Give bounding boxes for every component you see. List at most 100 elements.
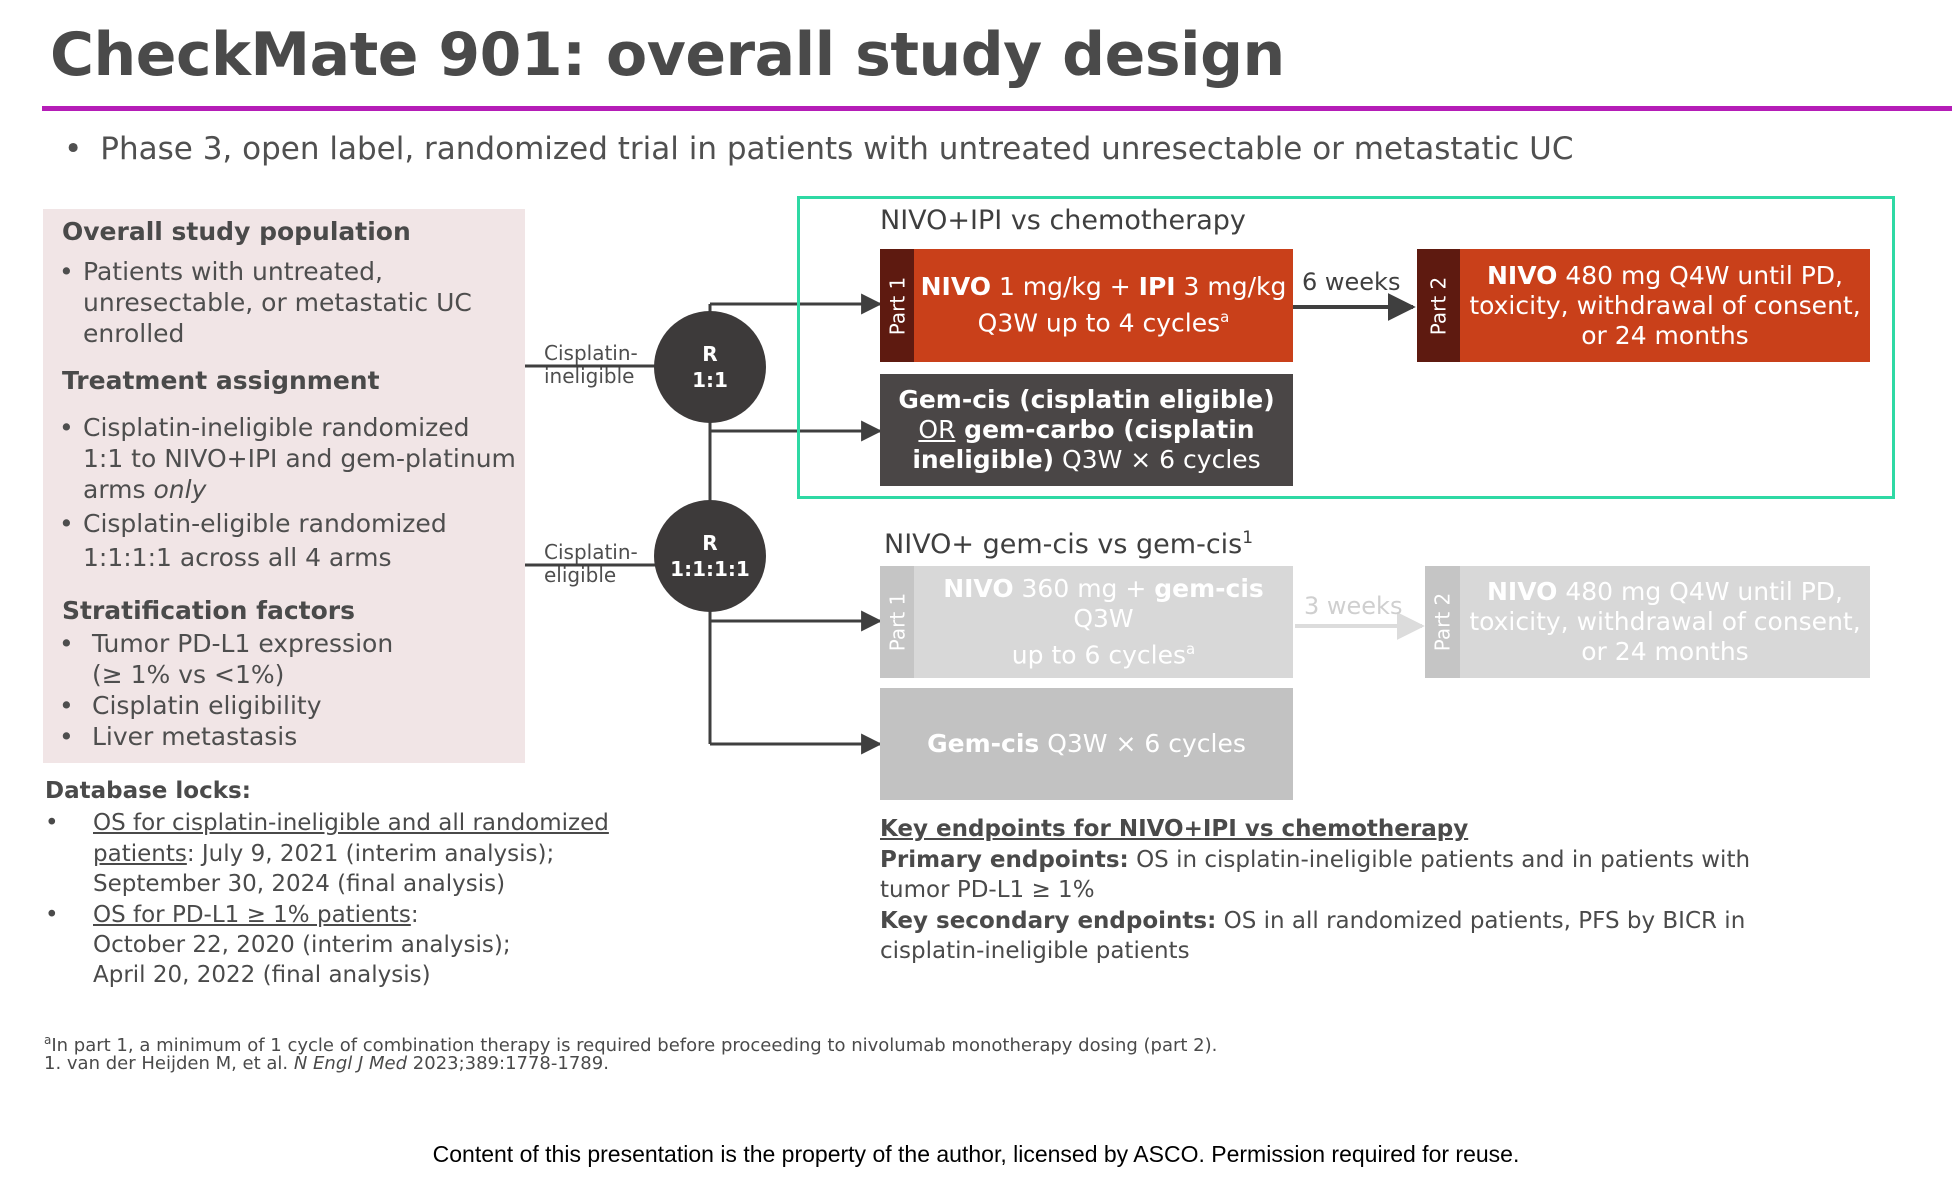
nivo-gemcis-part1-arm: NIVO 360 mg + gem-cis Q3W up to 6 cycles… [914,566,1293,678]
schedule-text: Q3W × 6 cycles [1039,729,1246,758]
db-item2-line: April 20, 2022 (final analysis) [93,962,431,988]
arm-line: NIVO 480 mg Q4W until PD, [1460,577,1870,607]
circle-line: R [702,342,718,366]
dose-text: 360 mg + [1013,573,1155,603]
arm-line: Q3W up to 4 cyclesa [914,302,1293,338]
db-link-text: patients [93,841,187,867]
strat-bullet: • [59,722,74,751]
stratification-heading: Stratification factors [62,596,355,625]
population-line: unresectable, or metastatic UC [83,288,472,317]
arm-line: OR gem-carbo (cisplatin [880,415,1293,445]
dose-text: 1 mg/kg + [991,272,1139,302]
nivo-gemcis-part2-tab: Part 2 [1425,566,1460,678]
tab-label: Part 1 [885,276,910,335]
schedule-text: Q3W up to 4 cycles [977,308,1221,338]
heading-text: NIVO+ gem-cis vs gem-cis [884,529,1243,560]
circle-line: 1:1 [692,368,728,392]
study-info-panel: Overall study population • Patients with… [43,209,525,763]
cisplatin-ineligible-label: Cisplatin- ineligible [544,342,638,388]
tab-label: Part 1 [885,592,910,652]
gemcis-arm: Gem-cis Q3W × 6 cycles [880,688,1293,800]
secondary-endpoints-cont: cisplatin-ineligible patients [880,938,1190,964]
label-line: eligible [544,563,617,587]
endpoints-heading: Key endpoints for NIVO+IPI vs chemothera… [880,814,1468,845]
nivo-gemcis-heading: NIVO+ gem-cis vs gem-cis1 [884,528,1253,560]
randomization-circle-1-1: R 1:1 [654,311,766,423]
label-line: ineligible [544,364,635,388]
db-colon: : [410,902,419,928]
reference-marker: 1 [1242,528,1254,548]
strat-bullet: • [59,629,74,658]
nivo-ipi-part2-arm: NIVO 480 mg Q4W until PD, toxicity, with… [1460,249,1870,362]
reference-text: 1. van der Heijden M, et al. [44,1053,294,1074]
strat-item: Tumor PD-L1 expression [92,629,394,658]
arm-line: Gem-cis (cisplatin eligible) [880,385,1293,415]
population-line: enrolled [83,319,185,348]
secondary-endpoints: Key secondary endpoints: OS in all rando… [880,906,1745,937]
db-link-text: OS for cisplatin-ineligible and all rand… [93,810,609,836]
cisplatin-eligible-label: Cisplatin- eligible [544,541,638,587]
nivo-ipi-frame [797,196,1895,499]
copyright-notice: Content of this presentation is the prop… [432,1141,1520,1167]
nivo-ipi-heading: NIVO+IPI vs chemotherapy [880,205,1246,236]
strat-item: (≥ 1% vs <1%) [92,660,285,689]
population-line: Patients with untreated, [83,257,383,286]
arm-line: ineligible) Q3W × 6 cycles [880,445,1293,475]
reference-journal: N Engl J Med [293,1053,408,1074]
reference-text: 2023;389:1778-1789. [407,1053,609,1074]
db-item2-line: October 22, 2020 (interim analysis); [93,932,511,958]
interval-3-weeks: 3 weeks [1304,592,1403,620]
schedule-text: Q3W × 6 cycles [1054,445,1261,474]
chemo-text: Gem-cis (cisplatin eligible) [898,385,1275,414]
strat-item: Liver metastasis [92,722,298,751]
arm-line: toxicity, withdrawal of consent, [1469,607,1861,636]
drug-name: gem-cis [1154,573,1264,603]
primary-endpoints: Primary endpoints: OS in cisplatin-ineli… [880,845,1750,876]
interval-6-weeks: 6 weeks [1302,268,1401,296]
population-bullet: • [59,257,74,286]
nivo-ipi-part1-tab: Part 1 [880,249,914,362]
arm-line: or 24 months [1581,320,1749,350]
treatment-line: 1:1 to NIVO+IPI and gem-platinum [83,444,516,473]
drug-name: NIVO [1486,260,1558,290]
chemo-text: ineligible) [912,445,1055,474]
label-line: Cisplatin- [544,540,638,564]
arm-line: NIVO 480 mg Q4W until PD, [1460,261,1870,291]
strat-bullet: • [59,691,74,720]
nivo-ipi-part2-tab: Part 2 [1417,249,1460,362]
arm-line: NIVO 1 mg/kg + IPI 3 mg/kg [914,272,1293,302]
treatment-line-prefix: arms [83,475,154,504]
drug-name: IPI [1138,272,1176,302]
footnote-a: aIn part 1, a minimum of 1 cycle of comb… [44,1028,1217,1058]
label-line: Cisplatin- [544,341,638,365]
footnote-marker: a [44,1033,52,1047]
endpoint-label: Primary endpoints: [880,847,1129,873]
db-bullet: • [45,810,59,836]
primary-endpoints-cont: tumor PD-L1 ≥ 1% [880,877,1095,903]
endpoint-label: Key secondary endpoints: [880,908,1217,934]
nivo-gemcis-part1-tab: Part 1 [880,566,914,678]
treatment-line: 1:1:1:1 across all 4 arms [83,543,392,572]
db-item2-line: OS for PD-L1 ≥ 1% patients: [93,900,419,931]
db-bullet: • [45,902,59,928]
schedule-text: Q3W [1073,603,1134,633]
drug-name: NIVO [943,573,1014,603]
circle-line: 1:1:1:1 [670,557,750,581]
footnote-text: In part 1, a minimum of 1 cycle of combi… [51,1035,1218,1056]
dose-text: 480 mg Q4W until PD, [1557,577,1844,606]
randomization-circle-1-1-1-1: R 1:1:1:1 [654,500,766,612]
dose-text: 3 mg/kg [1175,272,1287,302]
database-locks-heading: Database locks: [45,778,251,804]
db-item1-line: patients: July 9, 2021 (interim analysis… [93,839,554,870]
slide-title: CheckMate 901: overall study design [50,20,1285,90]
arm-line: or 24 months [1581,637,1749,666]
footnote-marker: a [1220,308,1230,327]
arm-line: toxicity, withdrawal of consent, [1469,290,1861,320]
footnote-marker: a [1186,639,1196,658]
schedule-text: up to 6 cycles [1011,640,1186,670]
dose-text: 480 mg Q4W until PD, [1557,260,1844,290]
nivo-gemcis-part2-arm: NIVO 480 mg Q4W until PD, toxicity, with… [1460,566,1870,678]
endpoint-text: OS in all randomized patients, PFS by BI… [1216,908,1746,934]
or-text: OR [918,415,956,444]
endpoints-heading-text: Key endpoints for NIVO+IPI vs chemothera… [880,816,1469,842]
